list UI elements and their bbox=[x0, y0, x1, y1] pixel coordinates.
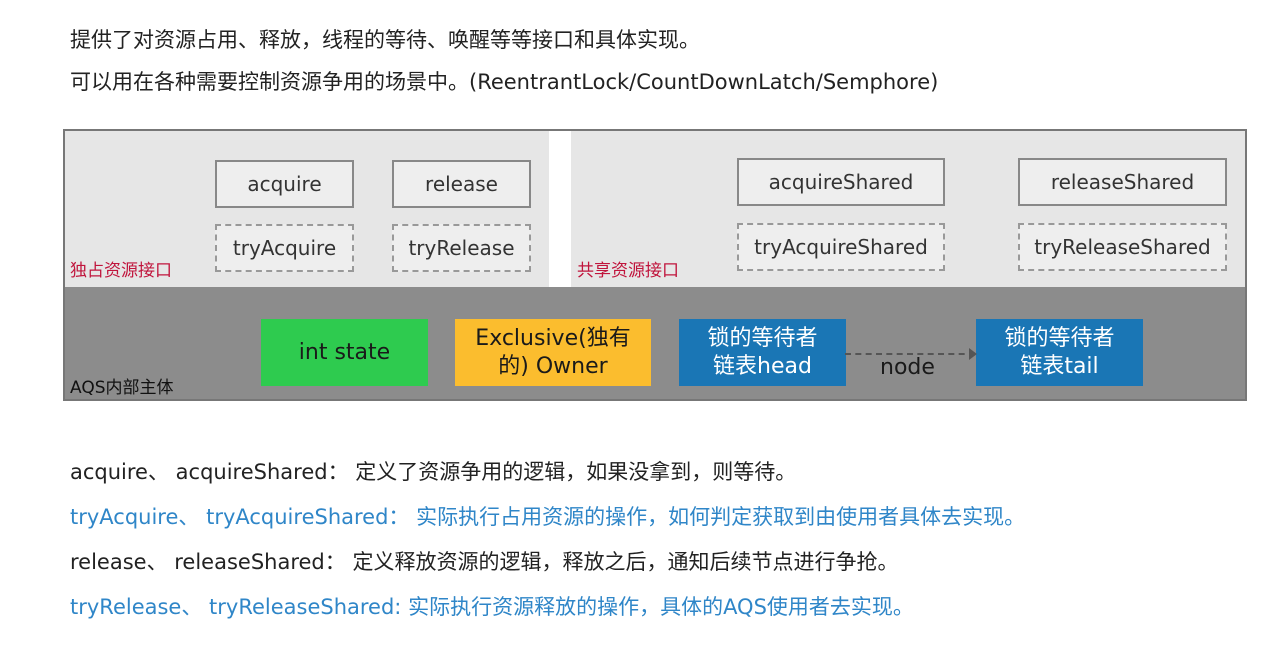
description-text: 实际执行资源释放的操作，具体的AQS使用者去实现。 bbox=[401, 595, 914, 619]
description-line: release、 releaseShared： 定义释放资源的逻辑，释放之后，通… bbox=[70, 546, 898, 576]
int-state-chip: int state bbox=[261, 319, 428, 386]
release-box: release bbox=[392, 160, 531, 208]
description-line: tryRelease、 tryReleaseShared: 实际执行资源释放的操… bbox=[70, 591, 914, 621]
release-shared-box: releaseShared bbox=[1018, 158, 1227, 206]
queue-head-chip: 锁的等待者 链表head bbox=[679, 319, 846, 386]
description-line: tryAcquire、 tryAcquireShared： 实际执行占用资源的操… bbox=[70, 501, 1025, 531]
description-text: 实际执行占用资源的操作，如何判定获取到由使用者具体去实现。 bbox=[409, 505, 1026, 529]
intro-line-2: 可以用在各种需要控制资源争用的场景中。(ReentrantLock/CountD… bbox=[70, 70, 939, 94]
arrow-right-icon bbox=[969, 348, 977, 360]
description-terms: acquire、 acquireShared： bbox=[70, 460, 349, 484]
acquire-shared-box: acquireShared bbox=[737, 158, 945, 206]
acquire-box: acquire bbox=[215, 160, 354, 208]
exclusive-owner-chip: Exclusive(独有 的) Owner bbox=[455, 319, 651, 386]
exclusive-panel-label: 独占资源接口 bbox=[70, 261, 172, 281]
try-release-shared-box: tryReleaseShared bbox=[1018, 223, 1227, 271]
try-release-box: tryRelease bbox=[392, 224, 531, 272]
panel-divider bbox=[549, 131, 571, 287]
aqs-diagram: acquire release tryAcquire tryRelease 独占… bbox=[63, 129, 1247, 401]
shared-panel: acquireShared releaseShared tryAcquireSh… bbox=[571, 131, 1245, 287]
description-terms: tryRelease、 tryReleaseShared: bbox=[70, 595, 402, 619]
description-text: 定义释放资源的逻辑，释放之后，通知后续节点进行争抢。 bbox=[345, 550, 899, 574]
description-terms: release、 releaseShared： bbox=[70, 550, 346, 574]
exclusive-panel: acquire release tryAcquire tryRelease 独占… bbox=[65, 131, 549, 287]
description-terms: tryAcquire、 tryAcquireShared： bbox=[70, 505, 410, 529]
try-acquire-box: tryAcquire bbox=[215, 224, 354, 272]
queue-tail-chip: 锁的等待者 链表tail bbox=[976, 319, 1143, 386]
description-line: acquire、 acquireShared： 定义了资源争用的逻辑，如果没拿到… bbox=[70, 456, 796, 486]
description-text: 定义了资源争用的逻辑，如果没拿到，则等待。 bbox=[348, 460, 797, 484]
try-acquire-shared-box: tryAcquireShared bbox=[737, 223, 945, 271]
node-connector-line bbox=[845, 353, 975, 357]
node-label: node bbox=[880, 355, 935, 380]
intro-line-1: 提供了对资源占用、释放，线程的等待、唤醒等等接口和具体实现。 bbox=[70, 28, 700, 52]
aqs-body-label: AQS内部主体 bbox=[70, 378, 174, 398]
shared-panel-label: 共享资源接口 bbox=[577, 261, 679, 281]
